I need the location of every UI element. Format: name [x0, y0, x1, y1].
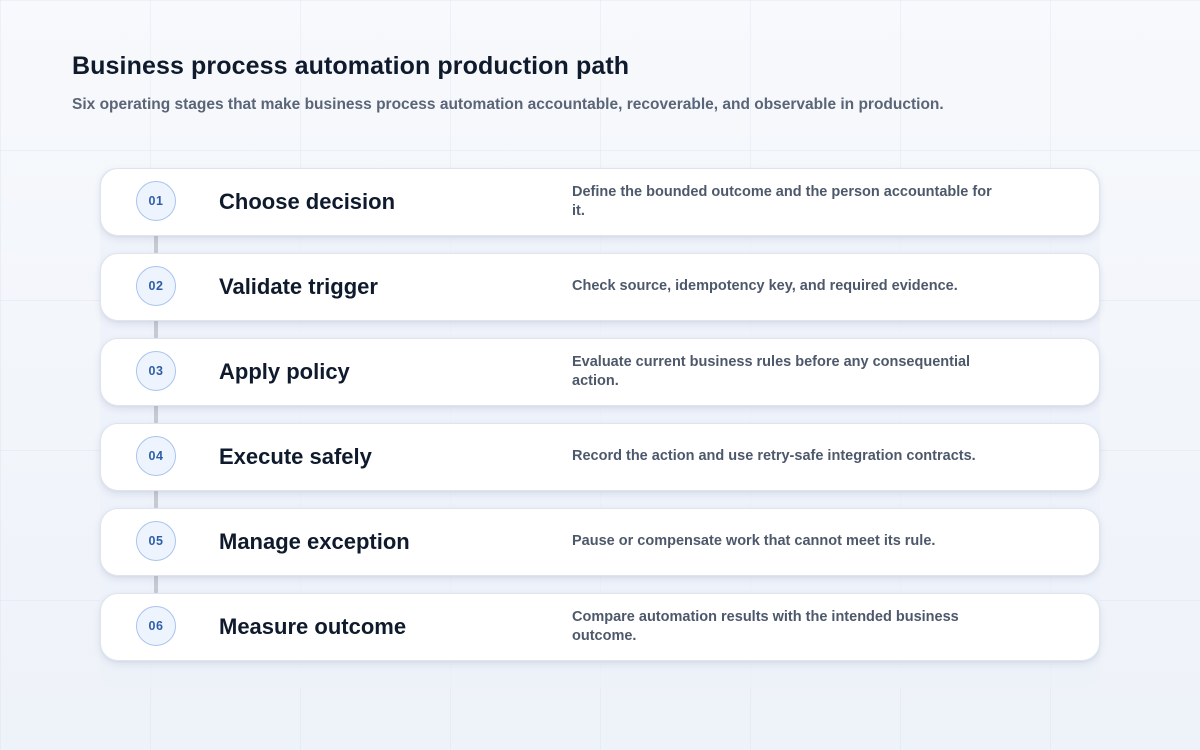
stage-description: Record the action and use retry-safe int… [572, 448, 976, 465]
stage-connector [154, 236, 158, 253]
stage-card-execute-safely: 04 Execute safely Record the action and … [100, 423, 1100, 491]
stage-card-apply-policy: 03 Apply policy Evaluate current busines… [100, 338, 1100, 406]
stage-description-box: Record the action and use retry-safe int… [572, 424, 997, 490]
stage-description-box: Check source, idempotency key, and requi… [572, 254, 997, 320]
stage-description-box: Pause or compensate work that cannot mee… [572, 509, 997, 575]
stage-description-box: Define the bounded outcome and the perso… [572, 169, 997, 235]
step-number-badge: 03 [136, 351, 176, 391]
stage-title: Manage exception [219, 529, 410, 554]
step-number-badge: 02 [136, 266, 176, 306]
stage-title: Choose decision [219, 189, 396, 214]
stage-card-manage-exception: 05 Manage exception Pause or compensate … [100, 508, 1100, 576]
stage-title: Measure outcome [219, 614, 407, 639]
stage-list: 01 Choose decision Define the bounded ou… [100, 168, 1100, 662]
stage-description: Check source, idempotency key, and requi… [572, 278, 958, 295]
stage-card-measure-outcome: 06 Measure outcome Compare automation re… [100, 593, 1100, 661]
stage-title: Validate trigger [219, 274, 378, 299]
stage-description: Compare automation results with the inte… [572, 608, 959, 645]
stage-description: Evaluate current business rules before a… [572, 353, 971, 390]
stage-title: Apply policy [219, 359, 350, 384]
stage-description: Pause or compensate work that cannot mee… [572, 533, 936, 550]
stage-title: Execute safely [219, 444, 372, 469]
stage-description-box: Compare automation results with the inte… [572, 594, 997, 660]
page-title: Business process automation production p… [72, 52, 630, 80]
stage-description-box: Evaluate current business rules before a… [572, 339, 997, 405]
stage-card-choose-decision: 01 Choose decision Define the bounded ou… [100, 168, 1100, 236]
stage-connector [154, 321, 158, 338]
step-number-badge: 06 [136, 606, 176, 646]
stage-connector [154, 491, 158, 508]
stage-card-validate-trigger: 02 Validate trigger Check source, idempo… [100, 253, 1100, 321]
stage-description: Define the bounded outcome and the perso… [572, 183, 992, 220]
page-subtitle: Six operating stages that make business … [72, 96, 944, 113]
stage-connector [154, 576, 158, 593]
step-number-badge: 04 [136, 436, 176, 476]
stage-connector [154, 406, 158, 423]
step-number-badge: 01 [136, 181, 176, 221]
step-number-badge: 05 [136, 521, 176, 561]
